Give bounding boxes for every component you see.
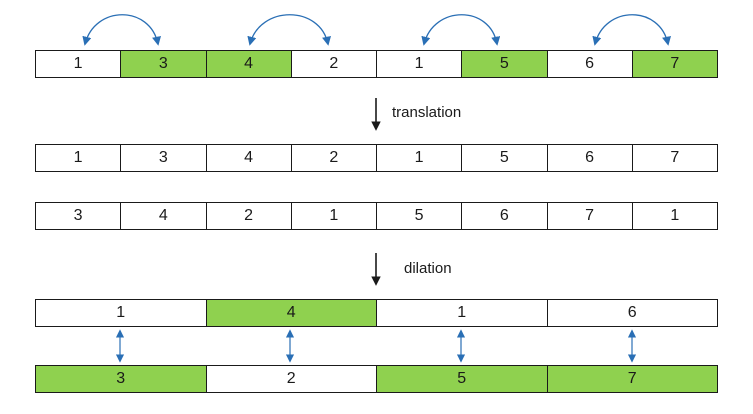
dilated-sequence-row-a: 1 4 1 6: [35, 299, 718, 327]
dilated-sequence-row-b: 3 2 5 7: [35, 365, 718, 393]
sequence-cell: 3: [35, 202, 122, 230]
sequence-cell: 1: [290, 202, 377, 230]
sequence-cell: 6: [546, 50, 633, 78]
sequence-cell: 3: [120, 50, 207, 78]
dilated-cell: 1: [376, 299, 548, 327]
swap-arc-arrow: [592, 14, 671, 46]
sequence-cell: 6: [461, 202, 548, 230]
sequence-cell: 1: [35, 50, 122, 78]
dilated-cell: 7: [546, 365, 718, 393]
sequence-cell: 1: [631, 202, 718, 230]
dilation-label: dilation: [404, 260, 452, 277]
sequence-cell: 7: [546, 202, 633, 230]
dilated-cell: 5: [376, 365, 548, 393]
sequence-cell: 3: [120, 144, 207, 172]
sequence-cell: 6: [546, 144, 633, 172]
sequence-cell: 7: [631, 144, 718, 172]
sequence-cell: 4: [205, 144, 292, 172]
dilated-cell: 1: [35, 299, 207, 327]
translation-label: translation: [392, 104, 462, 121]
swap-arc-arrow: [82, 14, 161, 46]
sequence-cell: 1: [376, 50, 463, 78]
sequence-cell: 5: [461, 50, 548, 78]
sequence-cell: 7: [631, 50, 718, 78]
dilated-cell: 4: [205, 299, 377, 327]
translated-sequence-row-a: 1 3 4 2 1 5 6 7: [35, 144, 718, 172]
sequence-cell: 1: [376, 144, 463, 172]
sequence-cell: 5: [461, 144, 548, 172]
sequence-cell: 4: [205, 50, 292, 78]
sequence-cell: 5: [376, 202, 463, 230]
original-sequence-row: 1 3 4 2 1 5 6 7: [35, 50, 718, 78]
swap-arc-arrow: [247, 14, 331, 46]
sequence-cell: 4: [120, 202, 207, 230]
sequence-cell: 2: [290, 144, 377, 172]
dilated-cell: 6: [546, 299, 718, 327]
translated-sequence-row-b: 3 4 2 1 5 6 7 1: [35, 202, 718, 230]
dilated-cell: 3: [35, 365, 207, 393]
sequence-cell: 1: [35, 144, 122, 172]
sequence-cell: 2: [290, 50, 377, 78]
dilated-cell: 2: [205, 365, 377, 393]
swap-arc-arrow: [421, 14, 501, 46]
sequence-cell: 2: [205, 202, 292, 230]
